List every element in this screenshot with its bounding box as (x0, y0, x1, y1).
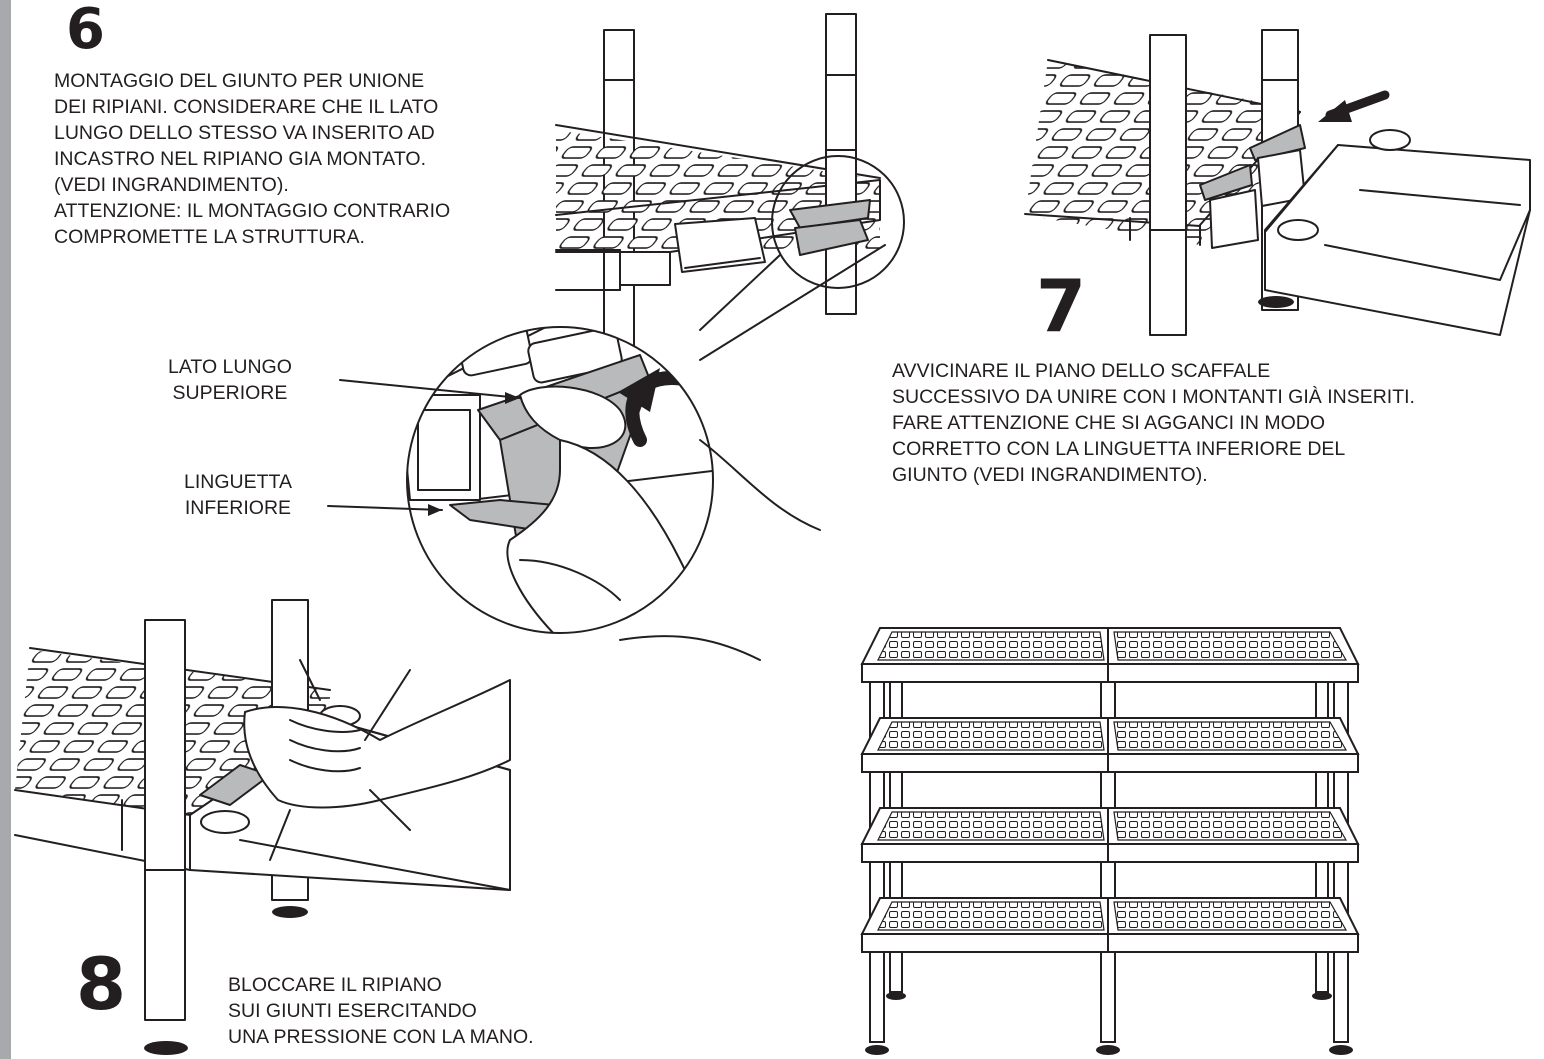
step-7-number: 7 (1036, 264, 1087, 348)
step-6-line: DEI RIPIANI. CONSIDERARE CHE IL LATO (54, 96, 439, 118)
step-7-line: SUCCESSIVO DA UNIRE CON I MONTANTI GIÀ I… (892, 386, 1415, 408)
step-7-line: GIUNTO (VEDI INGRANDIMENTO). (892, 464, 1208, 486)
step-7-line: CORRETTO CON LA LINGUETTA INFERIORE DEL (892, 438, 1346, 460)
step8-illustration (14, 599, 511, 1055)
step7-illustration (1024, 29, 1531, 336)
step-6-number: 6 (66, 0, 105, 62)
callout-lato-lungo-superiore: LATO LUNGO SUPERIORE (168, 354, 292, 406)
step6-shelf-illustration (555, 13, 905, 361)
step-8-number: 8 (76, 942, 127, 1026)
assembled-shelving-unit (860, 627, 1360, 1055)
step-8-instructions: BLOCCARE IL RIPIANO SUI GIUNTI ESERCITAN… (228, 972, 534, 1050)
step-8-line: UNA PRESSIONE CON LA MANO. (228, 1026, 534, 1048)
page-side-bar (0, 0, 11, 1059)
step-6-line: (VEDI INGRANDIMENTO). (54, 174, 289, 196)
callout-line: SUPERIORE (172, 382, 288, 404)
step-7-line: FARE ATTENZIONE CHE SI AGGANCI IN MODO (892, 412, 1326, 434)
step-6-line: COMPROMETTE LA STRUTTURA. (54, 226, 365, 248)
step-6-line: INCASTRO NEL RIPIANO GIA MONTATO. (54, 148, 426, 170)
step-6-line: MONTAGGIO DEL GIUNTO PER UNIONE (54, 70, 425, 92)
step-8-line: SUI GIUNTI ESERCITANDO (228, 1000, 477, 1022)
step-6-instructions: MONTAGGIO DEL GIUNTO PER UNIONE DEI RIPI… (54, 68, 450, 250)
step-6-line: LUNGO DELLO STESSO VA INSERITO AD (54, 122, 435, 144)
callout-line: LINGUETTA (184, 471, 292, 493)
zoom-detail (407, 327, 713, 633)
step-7-line: AVVICINARE IL PIANO DELLO SCAFFALE (892, 360, 1271, 382)
callout-line: INFERIORE (184, 497, 292, 519)
callout-line: LATO LUNGO (168, 356, 292, 378)
step-6-line: ATTENZIONE: IL MONTAGGIO CONTRARIO (54, 200, 451, 222)
step-8-line: BLOCCARE IL RIPIANO (228, 974, 442, 996)
step-7-instructions: AVVICINARE IL PIANO DELLO SCAFFALE SUCCE… (892, 358, 1415, 488)
callout-linguetta-inferiore: LINGUETTA INFERIORE (184, 469, 292, 521)
